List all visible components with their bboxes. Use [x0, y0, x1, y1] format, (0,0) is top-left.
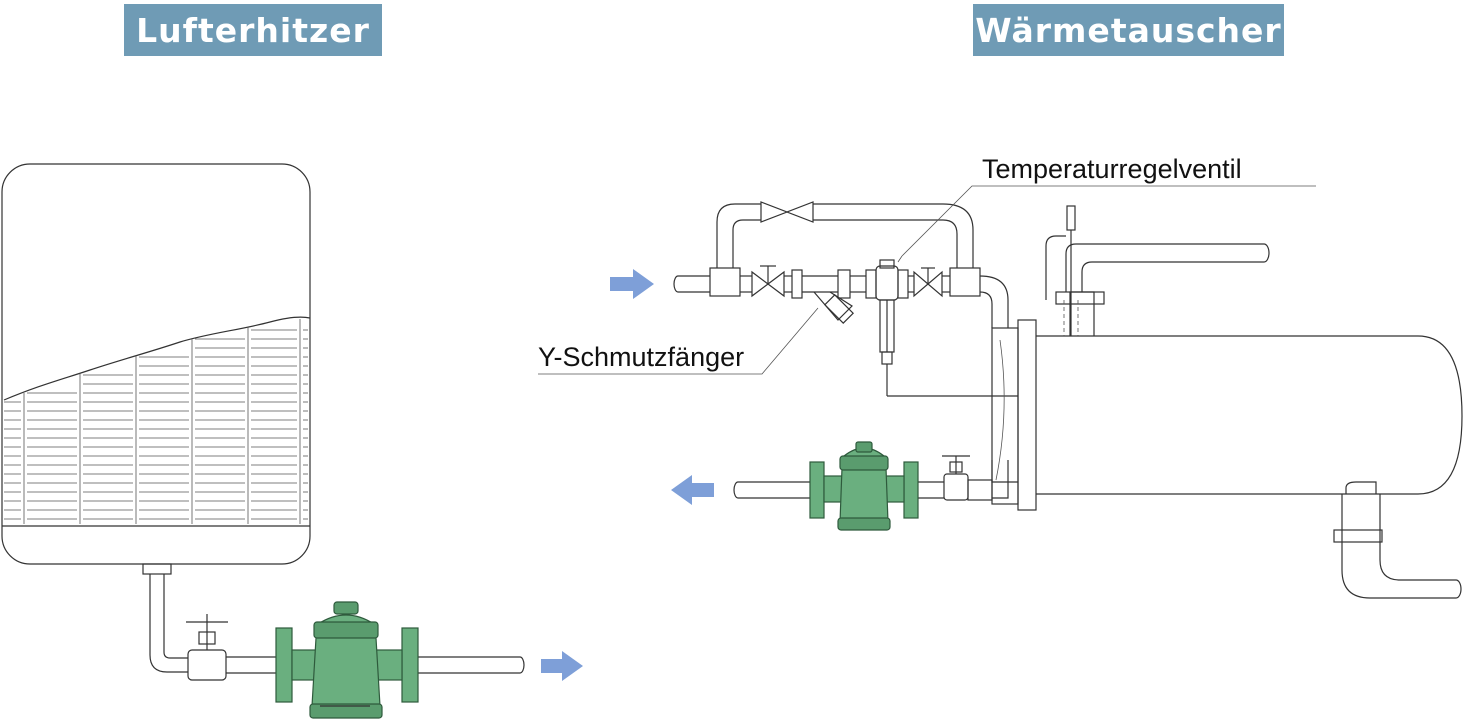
air-heater-unit — [1, 163, 311, 565]
title-waermetauscher: Wärmetauscher — [973, 4, 1284, 56]
temperature-control-valve — [865, 259, 909, 396]
label-y-strainer: Y-Schmutzfänger — [538, 342, 744, 372]
steam-trap-left — [275, 601, 419, 719]
right-arrow-icon — [541, 651, 583, 681]
air-heater-drain-pipe — [142, 563, 525, 681]
y-strainer — [813, 291, 854, 324]
label-leaders — [538, 185, 1316, 375]
left-arrow-icon — [671, 475, 714, 505]
heating-coil-fins — [4, 319, 308, 524]
label-temperature-valve: Temperaturregelventil — [982, 154, 1242, 184]
title-lufterhitzer: Lufterhitzer — [124, 4, 382, 56]
condensate-outlet-piping — [733, 455, 1018, 501]
steam-inlet-piping — [673, 201, 1018, 397]
right-arrow-icon-inlet — [610, 269, 654, 299]
heat-exchanger-shell — [991, 205, 1463, 599]
steam-trap-right — [809, 441, 919, 531]
